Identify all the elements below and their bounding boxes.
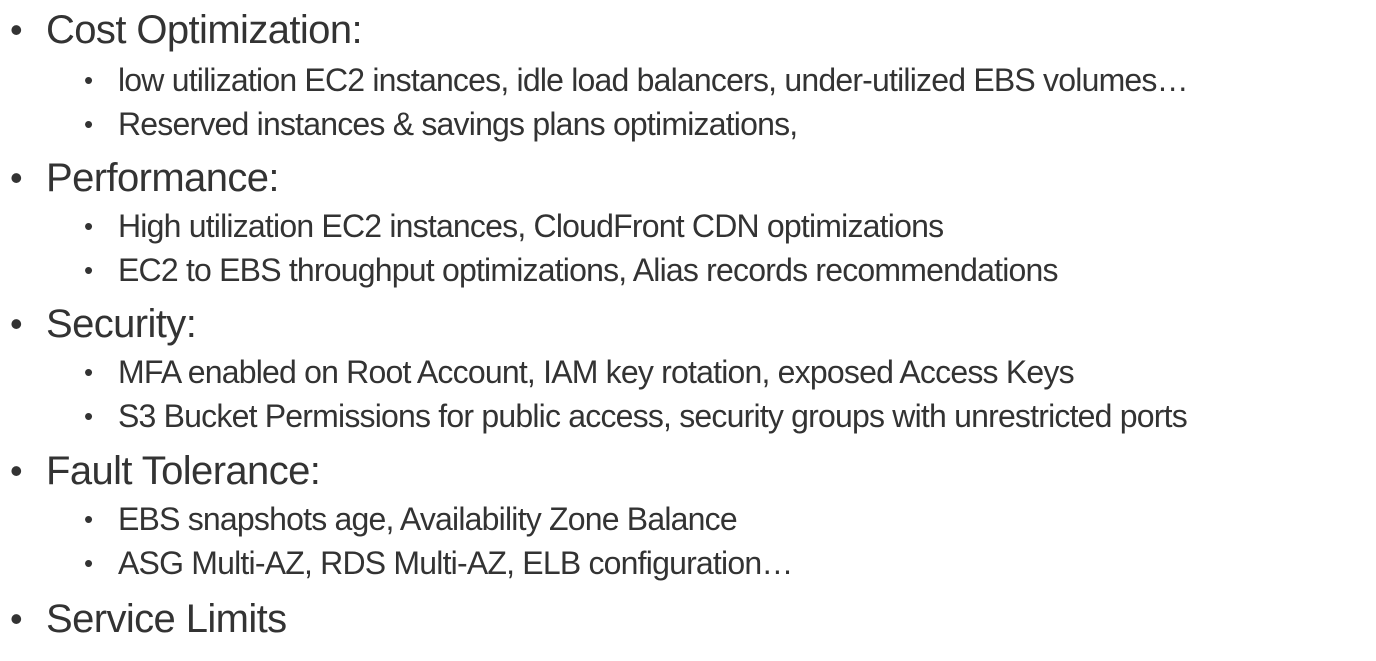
list-item-text: EBS snapshots age, Availability Zone Bal… <box>118 501 738 537</box>
bullet-icon: • <box>10 450 23 491</box>
list-item-text: low utilization EC2 instances, idle load… <box>118 62 1189 98</box>
bullet-icon: • <box>10 157 23 198</box>
bullet-icon: • <box>84 211 94 241</box>
section-heading: Service Limits <box>46 597 287 641</box>
list-item-text: Reserved instances & savings plans optim… <box>118 106 798 142</box>
list-item-text: MFA enabled on Root Account, IAM key rot… <box>118 354 1075 390</box>
list-item-text: S3 Bucket Permissions for public access,… <box>118 398 1188 434</box>
bullet-icon: • <box>84 401 94 431</box>
list-item-text: High utilization EC2 instances, CloudFro… <box>118 208 944 244</box>
bullet-icon: • <box>84 504 94 534</box>
bullet-icon: • <box>10 303 23 344</box>
bullet-icon: • <box>84 357 94 387</box>
bullet-icon: • <box>84 255 94 285</box>
list-item-text: ASG Multi-AZ, RDS Multi-AZ, ELB configur… <box>118 545 793 581</box>
bullet-icon: • <box>10 598 23 639</box>
section-heading: Security: <box>46 302 197 346</box>
list-item-text: EC2 to EBS throughput optimizations, Ali… <box>118 252 1059 288</box>
bullet-icon: • <box>84 65 94 95</box>
section-heading: Cost Optimization: <box>46 8 363 52</box>
bullet-icon: • <box>84 109 94 139</box>
section-heading: Fault Tolerance: <box>46 449 321 493</box>
bullet-icon: • <box>10 9 23 50</box>
bullet-icon: • <box>84 548 94 578</box>
section-heading: Performance: <box>46 156 280 200</box>
